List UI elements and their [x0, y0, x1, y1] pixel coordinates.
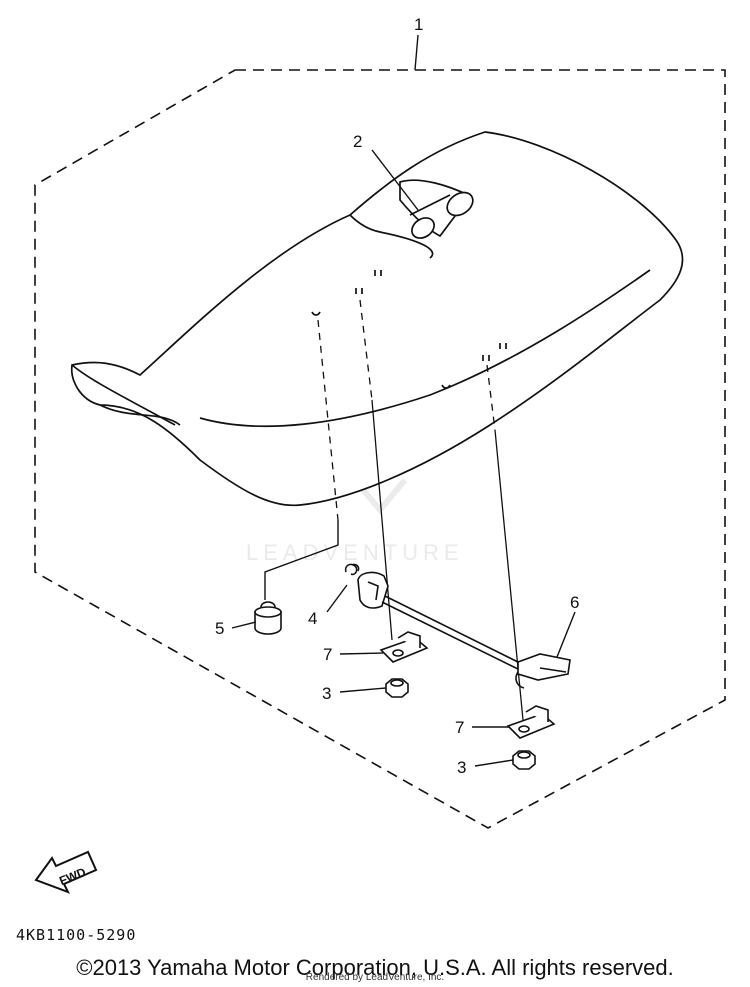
- callout-6-leader: [556, 611, 576, 658]
- part-7-bracket-left: [379, 631, 429, 663]
- callout-2: 2: [353, 132, 362, 151]
- callout-6: 6: [570, 593, 579, 612]
- callout-3a: 3: [322, 684, 331, 703]
- rendered-by-note: Rendered by LeadVenture, Inc.: [305, 972, 445, 983]
- assembly-boundary: [34, 69, 726, 829]
- part-5-damper: [254, 601, 282, 635]
- part-4-clip: [344, 563, 360, 576]
- callout-3b-leader: [474, 759, 514, 767]
- callout-7a-leader: [339, 652, 384, 655]
- callout-1: 1: [414, 15, 423, 34]
- callout-5: 5: [215, 619, 224, 638]
- part-6-seat-lock: [357, 571, 571, 689]
- callout-4-leader: [326, 584, 348, 613]
- part-code: 4KB1100-5290: [16, 926, 137, 944]
- part-3-nut-right: [512, 750, 536, 770]
- part-7-bracket-right: [506, 705, 556, 739]
- copyright-notice: ©2013 Yamaha Motor Corporation, U.S.A. A…: [76, 955, 674, 980]
- fwd-arrow-icon: FWD: [34, 850, 98, 894]
- callout-4: 4: [308, 609, 317, 628]
- watermark-text: LEADVENTURE: [246, 540, 464, 565]
- callout-3b: 3: [457, 758, 466, 777]
- callout-3a-leader: [339, 687, 387, 693]
- callout-2-leader: [371, 149, 419, 211]
- callout-1-leader: [414, 34, 419, 71]
- seat: [70, 131, 684, 507]
- callout-7a: 7: [323, 645, 332, 664]
- callout-7b: 7: [455, 718, 464, 737]
- callout-5-leader-elbow: [264, 520, 339, 600]
- callout-5-leader: [231, 621, 257, 629]
- part-3-nut-left: [385, 678, 409, 698]
